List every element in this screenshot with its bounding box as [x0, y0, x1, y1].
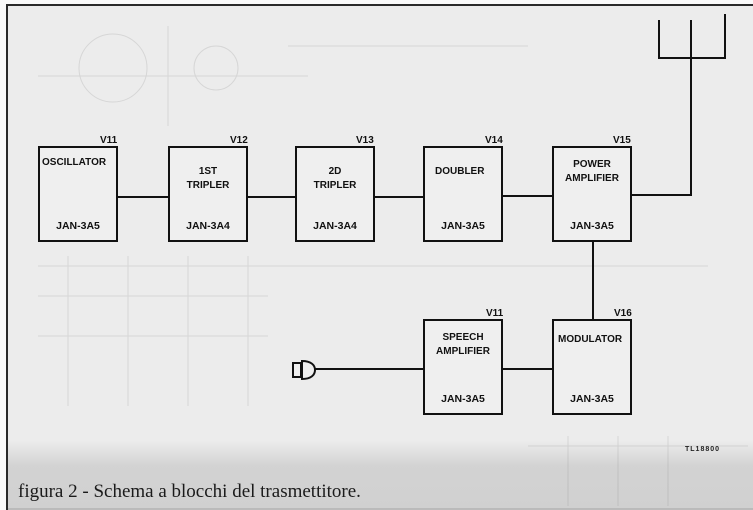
block-tube: JAN-3A5 — [570, 220, 614, 232]
bottom-band — [8, 441, 753, 510]
ref-modulator: V16 — [614, 308, 632, 319]
block-label: DOUBLER — [435, 166, 485, 177]
block-tube: JAN-3A4 — [186, 220, 230, 232]
block-speech-amplifier: SPEECH AMPLIFIER JAN-3A5 — [423, 319, 503, 415]
block-tripler2: 2D TRIPLER JAN-3A4 — [295, 146, 375, 242]
figure-caption: figura 2 - Schema a blocchi del trasmett… — [18, 481, 361, 502]
drawing-id: TL18800 — [685, 446, 721, 453]
block-label: SPEECH AMPLIFIER — [436, 332, 490, 357]
block-doubler: DOUBLER JAN-3A5 — [423, 146, 503, 242]
wire-tripler2-doubler — [375, 196, 423, 198]
ref-doubler: V14 — [485, 135, 503, 146]
block-tube: JAN-3A5 — [441, 220, 485, 232]
ref-tripler1: V12 — [230, 135, 248, 146]
block-power-amplifier: POWER AMPLIFIER JAN-3A5 — [552, 146, 632, 242]
block-label: MODULATOR — [558, 334, 623, 345]
ref-power-amplifier: V15 — [613, 135, 631, 146]
block-tube: JAN-3A4 — [313, 220, 357, 232]
wire-microphone-speech — [315, 368, 423, 370]
ref-speech-amplifier: V11 — [486, 308, 504, 319]
block-modulator: MODULATOR JAN-3A5 — [552, 319, 632, 415]
background-ghost-lines — [38, 26, 748, 506]
wire-doubler-power-amp — [503, 195, 552, 197]
block-tube: JAN-3A5 — [56, 220, 100, 232]
block-label: OSCILLATOR — [42, 157, 107, 168]
block-tripler1: 1ST TRIPLER JAN-3A4 — [168, 146, 248, 242]
wire-power-amp-modulator — [592, 240, 594, 324]
ref-tripler2: V13 — [356, 135, 374, 146]
block-label: 2D TRIPLER — [313, 166, 357, 191]
microphone-icon — [292, 359, 317, 381]
wire-power-amp-antenna — [632, 194, 692, 196]
block-label: POWER AMPLIFIER — [565, 159, 619, 184]
block-tube: JAN-3A5 — [441, 393, 485, 405]
block-tube: JAN-3A5 — [570, 393, 614, 405]
figure-panel: V11 V12 V13 V14 V15 V11 V16 OSCILLATOR J… — [6, 4, 753, 510]
block-oscillator: OSCILLATOR JAN-3A5 — [38, 146, 118, 242]
block-label: 1ST TRIPLER — [186, 166, 230, 191]
wire-oscillator-tripler1 — [118, 196, 168, 198]
wire-tripler1-tripler2 — [248, 196, 295, 198]
antenna-icon — [658, 14, 726, 59]
wire-antenna-mast — [690, 58, 692, 196]
ref-oscillator: V11 — [100, 135, 118, 146]
wire-speech-modulator — [503, 368, 552, 370]
